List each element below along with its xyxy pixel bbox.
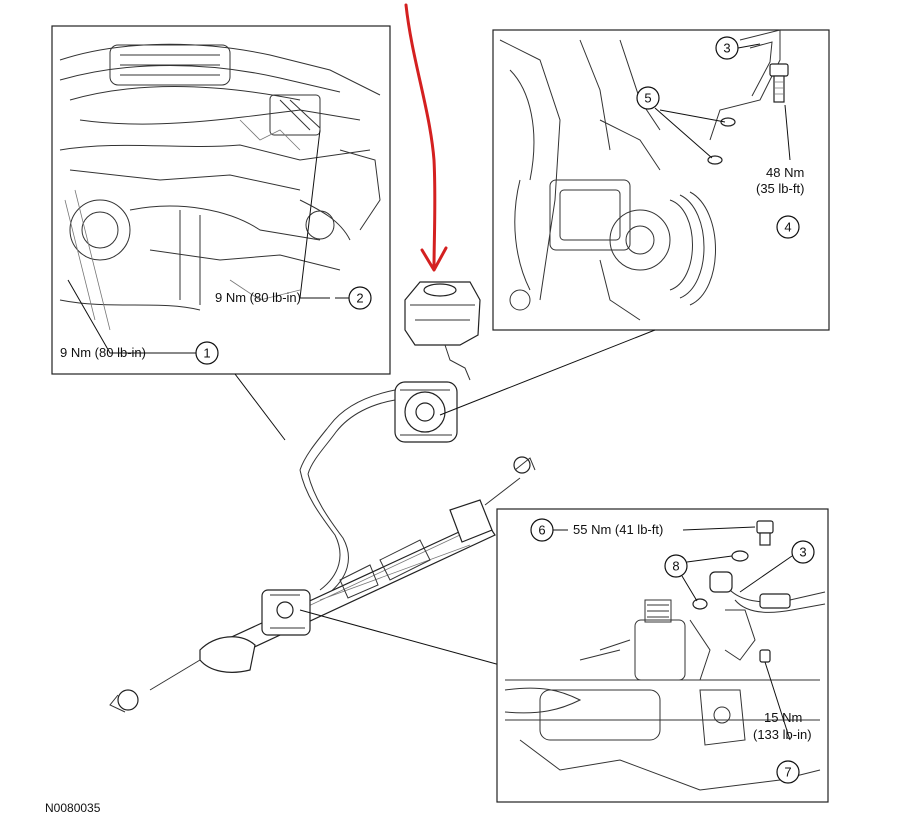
callout-6-number: 6 [538,523,545,538]
callout-3b-number: 3 [799,545,806,560]
bolt-4-part [769,63,789,103]
callout-1-spec: 9 Nm (80 lb-in) [60,345,146,360]
inset-pump-mount: 3 5 48 Nm (35 lb-ft) 4 [492,29,830,331]
callout-5-circle [636,86,660,110]
red-annotation-arrow [404,3,448,272]
callout-1-number: 1 [203,346,210,361]
inset-engine-bay: 9 Nm (80 lb-in) 2 9 Nm (80 lb-in) 1 [51,25,391,375]
callout-2-number: 2 [356,291,363,306]
callout-8-circle [664,554,688,578]
callout-2-spec: 9 Nm (80 lb-in) [215,290,301,305]
engine-sketch [59,43,381,311]
callout-7-circle [776,760,800,784]
callout-8-number: 8 [672,559,679,574]
callout-6-spec: 55 Nm (41 lb-ft) [573,522,663,537]
figure-id: N0080035 [45,801,101,815]
callout-4-spec-line1: 48 Nm [766,165,804,180]
callout-5-number: 5 [644,91,651,106]
callout-7-spec-line2: (133 lb-in) [753,727,812,742]
callout-4-spec-line2: (35 lb-ft) [756,181,804,196]
callout-7-spec-line1: 15 Nm [764,710,802,725]
callout-7-number: 7 [784,765,791,780]
callout-4-number: 4 [784,220,791,235]
steering-rack [109,456,536,713]
callout-4-circle [776,215,800,239]
callout-3a-number: 3 [723,41,730,56]
rack-valve-sketch [504,599,821,791]
callout-3b-circle [791,540,815,564]
inset-rack-valve: 6 55 Nm (41 lb-ft) 8 3 15 Nm (133 lb-in)… [496,508,829,803]
reservoir-and-pump [234,281,656,475]
